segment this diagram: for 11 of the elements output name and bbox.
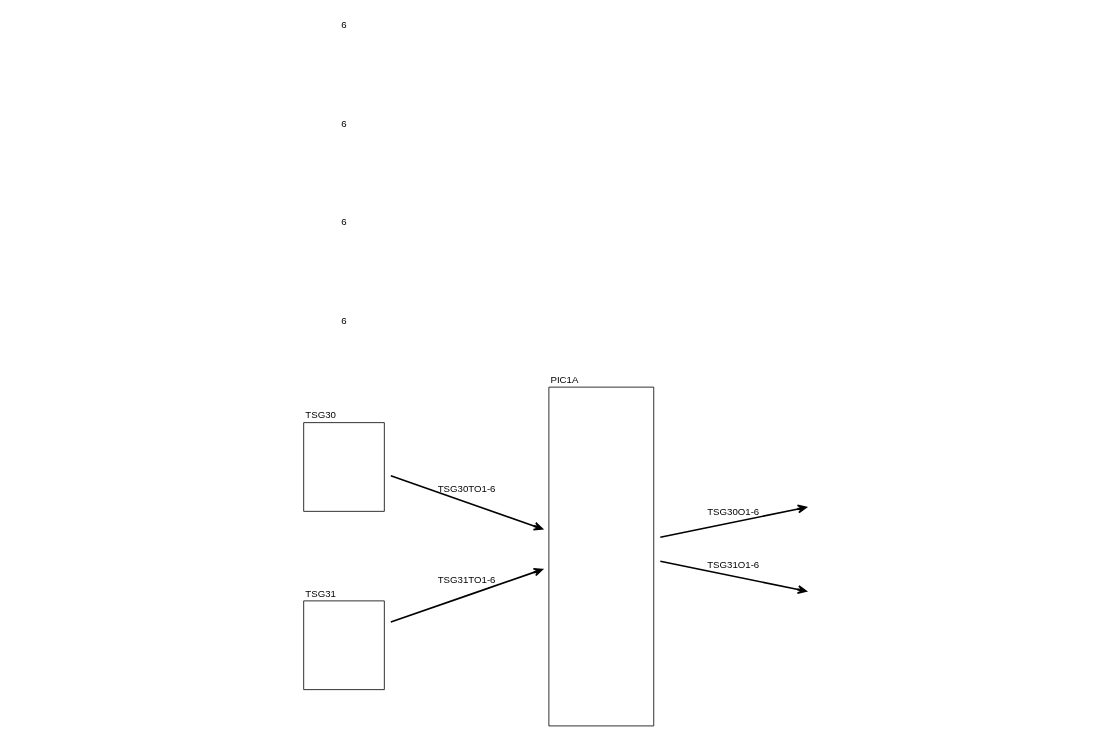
label: 6 [340,117,347,129]
node-label: TSG31 [304,587,336,599]
edge-label: TSG30TO1-6 [437,482,496,494]
edge-label: TSG31TO1-6 [437,573,496,585]
node-label: PIC1A [550,373,578,385]
node-label: TSG30 [304,409,336,421]
edge-label: TSG31O1-6 [706,559,759,571]
label: 6 [340,216,347,228]
label: 6 [340,19,347,31]
edge-label: TSG30O1-6 [706,506,759,518]
label: 6 [340,314,347,326]
